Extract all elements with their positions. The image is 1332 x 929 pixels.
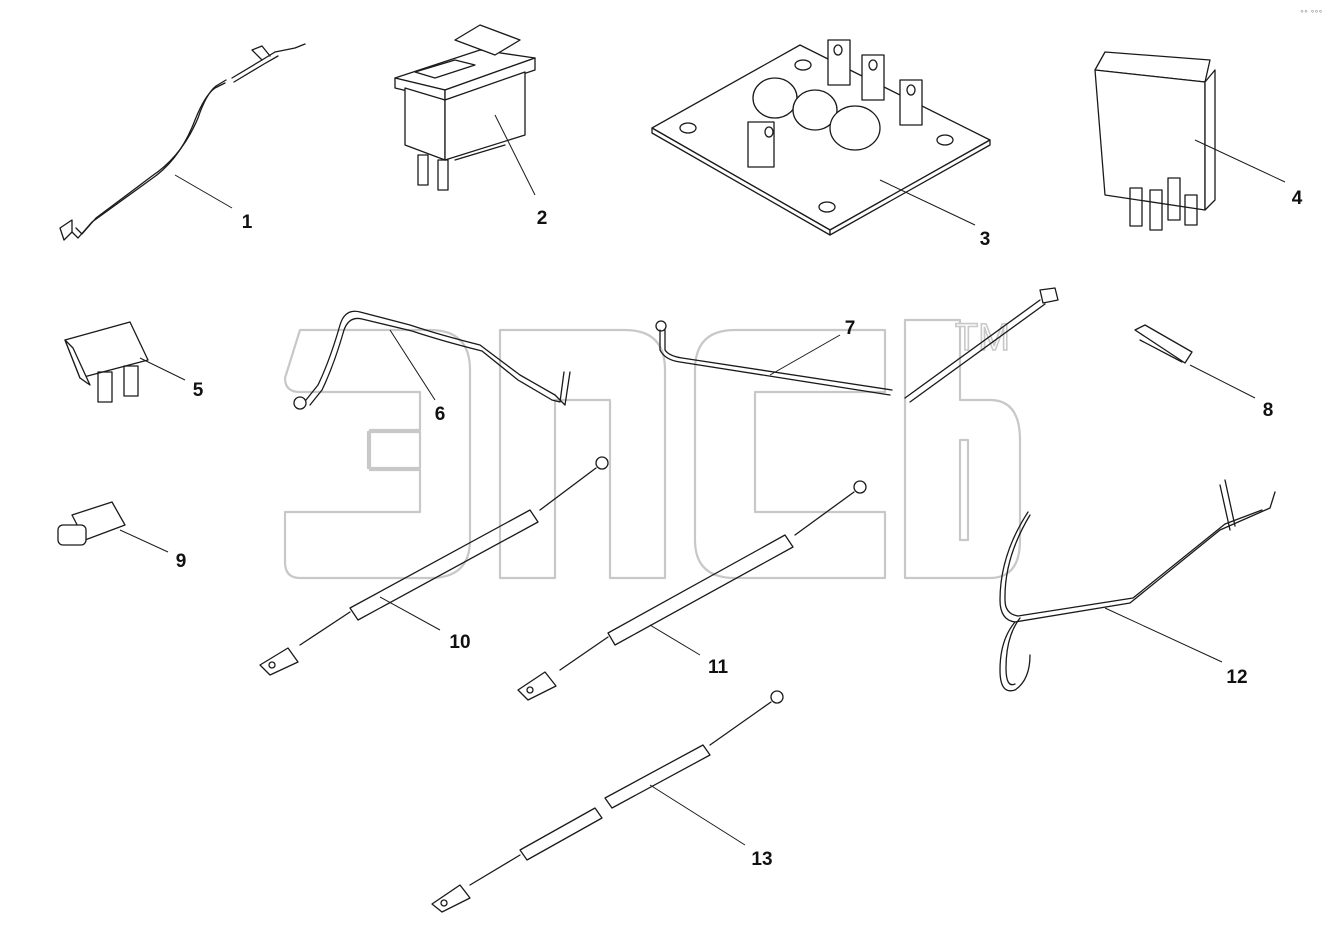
part-8-terminal-connector: [1134, 324, 1193, 364]
part-9-terminal-insulator: [57, 501, 126, 546]
callout-1: 1: [242, 212, 253, 233]
callout-5: 5: [193, 380, 204, 401]
part-6-wire-ring-terminal: [293, 310, 571, 410]
part-3-diode-block: [651, 39, 991, 236]
part-2-rocker-switch: [394, 24, 536, 191]
part-11-cable-assembly: [517, 480, 867, 701]
callouts: 1 2 3 4 5 6 7 8 9 10 11 12 13: [176, 188, 1303, 870]
callout-3: 3: [980, 229, 991, 250]
callout-6: 6: [435, 404, 446, 425]
callout-7: 7: [845, 318, 856, 339]
part-5-blade-fuse: [64, 321, 149, 403]
part-4-relay: [1094, 51, 1216, 231]
callout-10: 10: [449, 632, 470, 653]
part-7-wire-cable-tie: [655, 287, 1059, 403]
leader-lines: [119, 114, 1286, 846]
callout-13: 13: [751, 849, 772, 870]
part-1-wire-jumper: [59, 43, 306, 241]
callout-11: 11: [708, 657, 729, 678]
part-12-wire-harness-y: [999, 479, 1276, 692]
callout-2: 2: [537, 208, 548, 229]
part-10-cable-assembly: [259, 456, 609, 676]
watermark-logo: [283, 318, 1022, 580]
part-13-cable-assembly: [431, 690, 784, 913]
callout-8: 8: [1263, 400, 1274, 421]
callout-4: 4: [1292, 188, 1303, 209]
corner-mark: °° °°°: [1300, 9, 1323, 18]
watermark-trademark: TM: [955, 317, 1010, 359]
callout-12: 12: [1226, 667, 1247, 688]
callout-9: 9: [176, 551, 187, 572]
